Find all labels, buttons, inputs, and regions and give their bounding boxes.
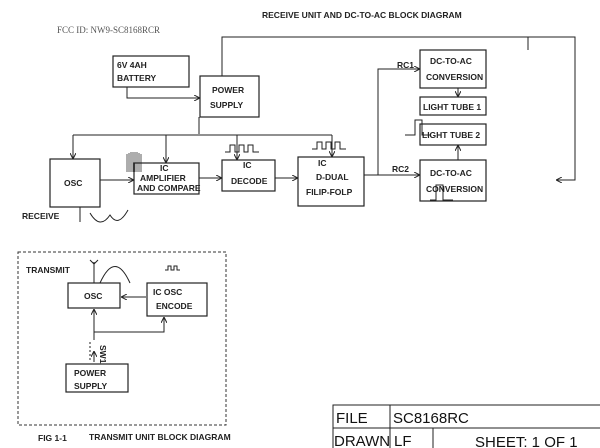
drawn-label: DRAWN [334,433,390,448]
encode-block [146,282,208,317]
light-tube-2-block [419,123,487,146]
battery-block [112,55,190,88]
transmit-frame [17,251,227,426]
power-supply-label: SUPPLY [210,100,244,110]
transmit-label: TRANSMIT [26,265,71,275]
file-label: FILE [336,410,368,427]
switch-label: SW1 [98,345,108,364]
sheet-number: SHEET: 1 OF 1 [475,434,578,448]
power-supply-label: POWER [212,85,244,95]
dual-flip-flop-block [297,156,365,207]
battery-label: BATTERY [117,73,157,83]
osc-block [49,158,101,208]
osc-label: OSC [64,178,82,188]
battery-label: 6V 4AH [117,60,147,70]
dual-label: FILIP-FOLP [306,187,353,197]
encode-label: IC OSC [153,287,182,297]
amplifier-label: IC [160,163,169,173]
figure-caption: TRANSMIT UNIT BLOCK DIAGRAM [89,432,231,442]
drawn-value: LF [394,433,412,448]
dc-ac-top-label: CONVERSION [426,72,483,82]
transmit-osc-label: OSC [84,291,102,301]
dc-ac-bottom-block [419,159,487,202]
rc1-label: RC1 [397,60,414,70]
receive-wires [73,36,576,223]
dc-ac-top-block [419,49,487,89]
dual-label: D-DUAL [316,172,349,182]
dc-ac-bottom-label: CONVERSION [426,184,483,194]
light-tube-2-label: LIGHT TUBE 2 [422,130,480,140]
decode-block [221,159,276,192]
encode-label: ENCODE [156,301,193,311]
transmit-power-supply-label: POWER [74,368,106,378]
transmit-power-supply-block [65,363,129,393]
decode-label: IC [243,160,252,170]
power-supply-block [199,75,260,118]
light-tube-1-label: LIGHT TUBE 1 [423,102,481,112]
transmit-osc-block [67,282,121,309]
transmit-power-supply-label: SUPPLY [74,381,108,391]
dual-label: IC [318,158,327,168]
amplifier-block [133,162,200,195]
figure-number: FIG 1-1 [38,433,67,443]
receive-label: RECEIVE [22,211,60,221]
dc-ac-top-label: DC-TO-AC [430,56,472,66]
light-tube-1-block [419,96,487,116]
decode-label: DECODE [231,176,268,186]
amplifier-label: AMPLIFIER [140,173,186,183]
rc2-label: RC2 [392,164,409,174]
file-value: SC8168RC [393,410,469,427]
fcc-id: FCC ID: NW9-SC8168RCR [57,25,160,35]
amplifier-label: AND COMPARE [137,183,201,193]
diagram-title: RECEIVE UNIT AND DC-TO-AC BLOCK DIAGRAM [262,10,462,20]
title-block: FILE SC8168RC DRAWN LF SHEET: 1 OF 1 [332,404,600,448]
dc-ac-bottom-label: DC-TO-AC [430,168,472,178]
